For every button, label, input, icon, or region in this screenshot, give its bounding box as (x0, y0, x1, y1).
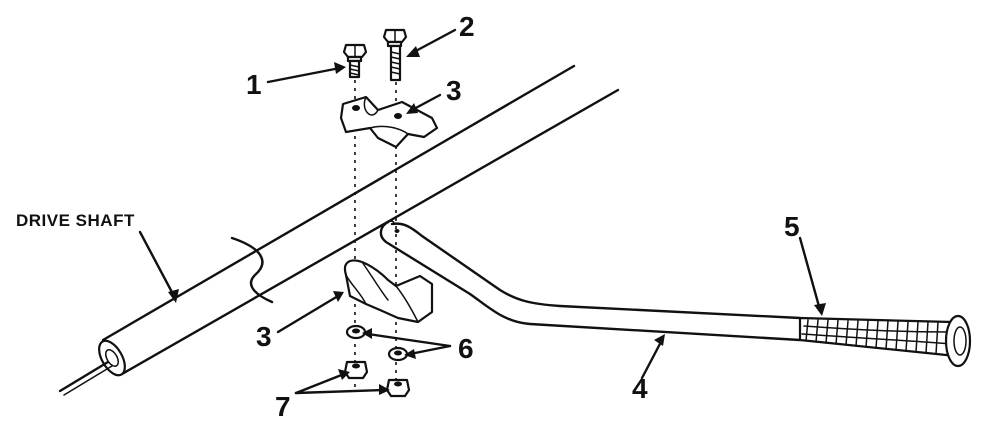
callout-2: 2 (459, 11, 475, 42)
callout-3-bottom: 3 (256, 321, 272, 352)
callout-4: 4 (632, 373, 648, 404)
nut-right (385, 378, 411, 398)
bolt-short (342, 43, 368, 79)
callout-5: 5 (784, 211, 800, 242)
washer-right (387, 346, 409, 362)
callout-6: 6 (458, 333, 474, 364)
drive-shaft-label: DRIVE SHAFT (16, 211, 135, 230)
callout-1: 1 (246, 69, 262, 100)
handle-rod (379, 220, 802, 342)
leader-lines (138, 28, 826, 395)
drive-shaft (58, 64, 620, 396)
nut-left (343, 360, 369, 380)
callout-7: 7 (275, 391, 291, 422)
handle-grip (798, 314, 972, 368)
lower-clamp (343, 259, 434, 324)
callout-3-top: 3 (446, 75, 462, 106)
washer-left (345, 324, 367, 340)
bolt-long (382, 28, 408, 82)
